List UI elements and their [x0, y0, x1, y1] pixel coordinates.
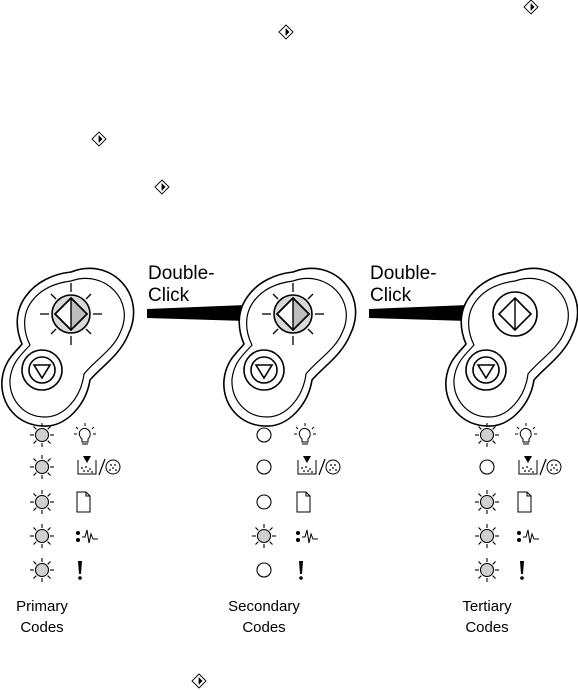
indicator-icons-tertiary: [514, 422, 562, 580]
paper-jam-light-blinking: [29, 523, 55, 549]
go-diamond-icon: [91, 131, 107, 147]
stop-button-icon: [21, 349, 63, 391]
paper-jam-icon: [75, 529, 99, 544]
ready-light-blinking: [474, 422, 500, 448]
caption-line1: Secondary: [228, 598, 300, 615]
arrow-shape: [369, 298, 488, 328]
caption-line2: Codes: [20, 619, 63, 636]
toner-cartridge-icon: [297, 455, 341, 476]
panel-outline: [1, 267, 135, 427]
led-column-secondary: [251, 427, 277, 578]
paper-jam-light-blinking: [251, 523, 277, 549]
double-click-arrow-1: Double- Click: [147, 263, 266, 328]
ready-light-blinking: [29, 422, 55, 448]
go-button-off-icon: [492, 291, 538, 337]
caption-secondary: Secondary Codes: [228, 598, 300, 636]
arrow-label-line2: Click: [148, 285, 190, 306]
go-diamond-icon: [154, 179, 170, 195]
load-paper-light-off: [256, 494, 272, 510]
led-column-tertiary: [474, 422, 500, 583]
toner-cartridge-icon: [518, 455, 562, 476]
paper-jam-icon: [516, 529, 540, 544]
caption-line1: Primary: [16, 598, 68, 615]
arrow-label-line1: Double-: [148, 263, 215, 284]
caption-tertiary: Tertiary Codes: [462, 598, 512, 636]
load-paper-light-blinking: [29, 489, 55, 515]
arrow-shape: [147, 298, 266, 328]
led-column-primary: [29, 422, 55, 583]
indicator-icons-secondary: [293, 422, 341, 580]
ready-light-off: [256, 427, 272, 443]
error-light-blinking: [29, 557, 55, 583]
indicator-icons-primary: [73, 422, 121, 580]
toner-cartridge-light-off: [256, 459, 272, 475]
load-paper-icon: [296, 491, 311, 513]
paper-jam-icon: [295, 529, 319, 544]
double-click-arrow-2: Double- Click: [369, 263, 488, 328]
panel-outline: [223, 267, 357, 427]
paper-jam-light-blinking: [474, 523, 500, 549]
go-diamond-icon: [191, 673, 207, 689]
arrow-label-line2: Click: [370, 285, 412, 306]
panel-primary: [1, 267, 135, 427]
caption-primary: Primary Codes: [16, 598, 68, 636]
toner-cartridge-light-off: [479, 459, 495, 475]
caption-line2: Codes: [465, 619, 508, 636]
panel-secondary: [223, 267, 357, 427]
ready-icon: [514, 422, 538, 445]
stop-button-icon: [243, 349, 285, 391]
error-icon: [520, 561, 524, 580]
stop-button-icon: [465, 349, 507, 391]
load-paper-light-blinking: [474, 489, 500, 515]
ready-icon: [73, 422, 97, 445]
panel-tertiary: [445, 267, 578, 427]
error-light-off: [256, 562, 272, 578]
toner-cartridge-light-blinking: [29, 454, 55, 480]
error-icon: [299, 561, 303, 580]
go-diamond-icon: [278, 24, 294, 40]
go-diamond-icon: [523, 0, 539, 15]
arrow-label-line1: Double-: [370, 263, 437, 284]
error-light-blinking: [474, 557, 500, 583]
load-paper-icon: [517, 491, 532, 513]
error-icon: [78, 561, 82, 580]
toner-cartridge-icon: [77, 455, 121, 476]
caption-line2: Codes: [242, 619, 285, 636]
ready-icon: [293, 422, 317, 445]
caption-line1: Tertiary: [462, 598, 512, 615]
load-paper-icon: [76, 491, 91, 513]
